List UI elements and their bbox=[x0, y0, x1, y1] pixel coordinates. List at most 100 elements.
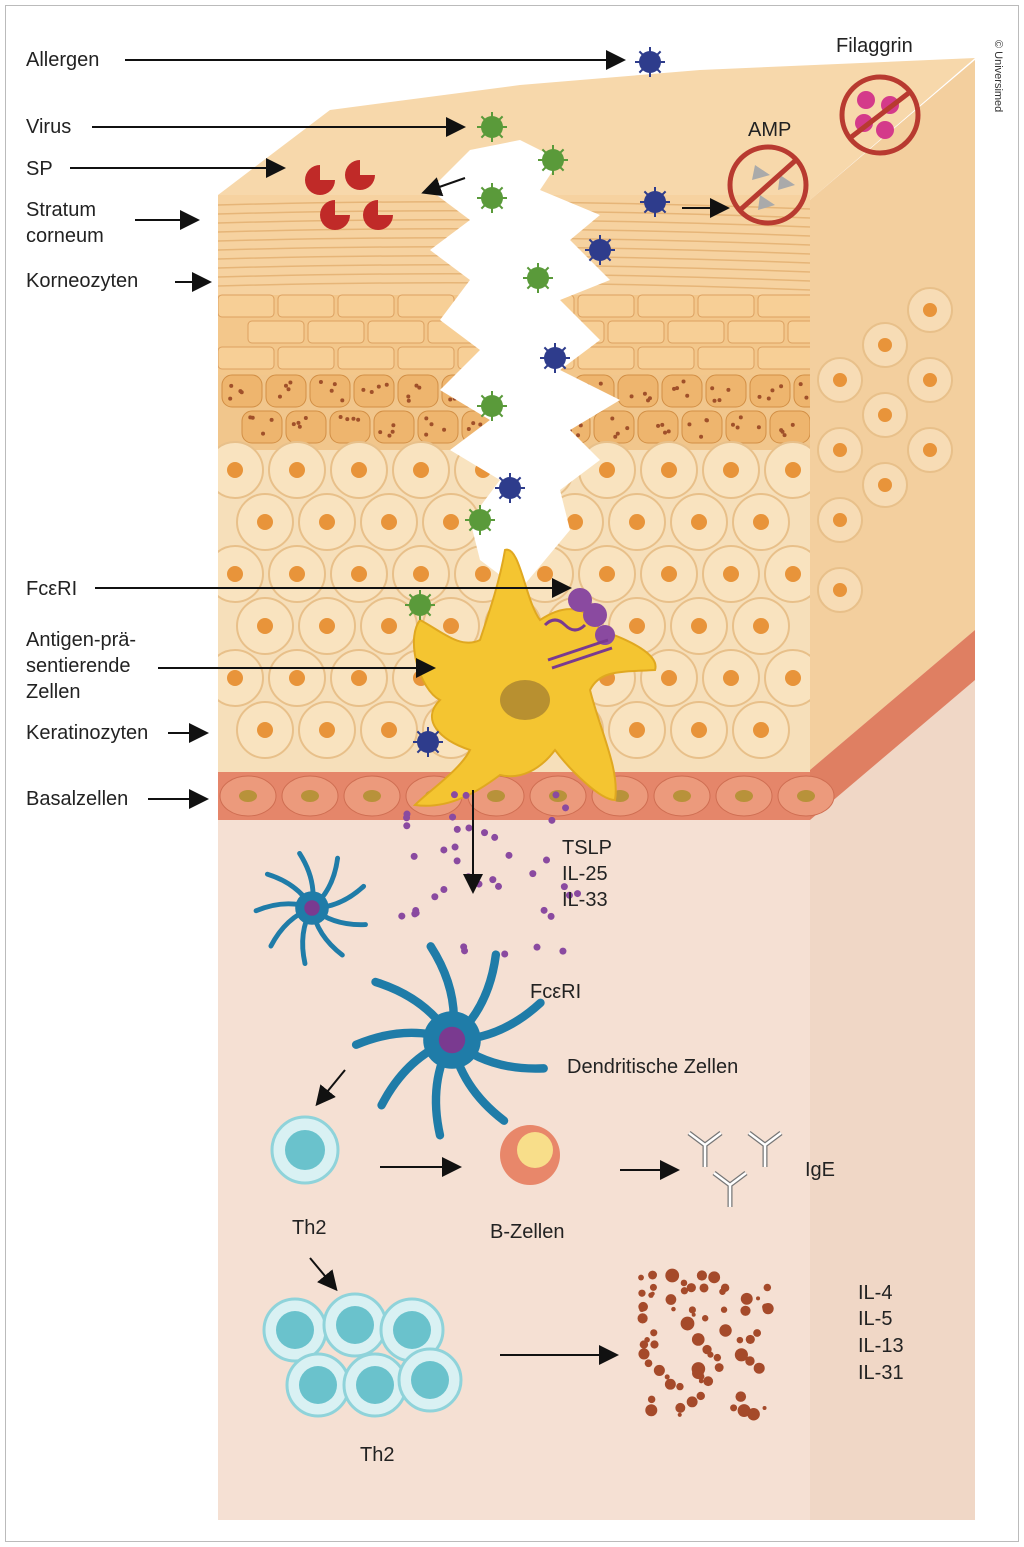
label-basalzellen: Basalzellen bbox=[26, 788, 129, 810]
cytokine-dot bbox=[449, 813, 457, 821]
granule bbox=[610, 416, 615, 421]
keratinocyte-nucleus bbox=[723, 670, 739, 686]
granule bbox=[351, 416, 356, 421]
label-virus: Virus bbox=[26, 116, 72, 138]
basal-nucleus bbox=[673, 790, 691, 802]
interleukin-dot bbox=[648, 1270, 658, 1280]
keratinocyte-nucleus bbox=[923, 443, 937, 457]
keratinocyte-nucleus bbox=[833, 443, 847, 457]
keratinocyte-nucleus bbox=[381, 722, 397, 738]
label-stratum-corneum-2: corneum bbox=[26, 225, 104, 247]
granular-cell bbox=[329, 410, 371, 444]
cytokine-dot bbox=[464, 873, 472, 881]
cytokine-dot bbox=[501, 950, 509, 958]
label-tslp: TSLP bbox=[562, 837, 613, 859]
interleukin-dot bbox=[664, 1378, 676, 1390]
b-cell bbox=[500, 1125, 560, 1185]
interleukin-dot bbox=[753, 1329, 762, 1337]
sp-protease-icons bbox=[305, 160, 393, 230]
granule bbox=[340, 398, 345, 403]
cytokine-dot bbox=[547, 912, 555, 920]
granule bbox=[576, 433, 581, 438]
arrow-sp-crack bbox=[421, 177, 466, 197]
granule bbox=[286, 387, 291, 392]
keratinocyte-nucleus bbox=[833, 583, 847, 597]
interleukin-dot bbox=[638, 1348, 650, 1360]
interleukin-dot bbox=[719, 1288, 726, 1295]
interleukin-dot bbox=[650, 1329, 658, 1337]
copyright-text: © Universimed bbox=[992, 40, 1004, 113]
granule bbox=[406, 394, 411, 399]
keratinocyte-nucleus bbox=[661, 566, 677, 582]
fceri-receptor-apc bbox=[543, 588, 615, 670]
korneozyt-cell bbox=[697, 294, 755, 318]
granule bbox=[578, 423, 583, 428]
granule bbox=[414, 383, 419, 388]
interleukin-dot bbox=[735, 1391, 747, 1402]
korneozyt-cell bbox=[307, 320, 365, 344]
th2-cell-cluster bbox=[262, 1292, 463, 1418]
korneozyt-cell bbox=[787, 320, 810, 344]
interleukin-dot bbox=[671, 1306, 676, 1312]
granule bbox=[238, 389, 243, 394]
granule bbox=[442, 427, 447, 432]
interleukin-dot bbox=[696, 1391, 705, 1401]
keratinocyte-nucleus bbox=[475, 566, 491, 582]
keratinocyte-nucleus bbox=[351, 566, 367, 582]
granule bbox=[277, 394, 282, 399]
korneozyt-cell bbox=[218, 294, 275, 318]
amp-crossed-icon bbox=[727, 144, 809, 226]
interleukin-dot bbox=[677, 1412, 682, 1417]
korneozyt-cell bbox=[727, 320, 785, 344]
cytokine-dot bbox=[489, 876, 497, 884]
interleukin-dot bbox=[696, 1270, 707, 1281]
keratinocyte-nucleus bbox=[413, 566, 429, 582]
granular-cell bbox=[353, 374, 395, 408]
ige-antibody-inner bbox=[748, 1132, 782, 1167]
granule bbox=[448, 397, 453, 402]
granule bbox=[699, 434, 704, 439]
label-b-zellen: B-Zellen bbox=[490, 1221, 565, 1243]
th2-nucleus bbox=[393, 1311, 431, 1349]
keratinocyte-nucleus bbox=[723, 566, 739, 582]
basal-nucleus bbox=[301, 790, 319, 802]
granule bbox=[228, 396, 233, 401]
keratinocyte-nucleus bbox=[537, 566, 553, 582]
interleukin-dot bbox=[730, 1404, 738, 1412]
th2-cell bbox=[270, 1115, 340, 1185]
th2-nucleus bbox=[336, 1306, 374, 1344]
pathogen-particles bbox=[405, 47, 670, 757]
keratinocyte-nucleus bbox=[629, 514, 645, 530]
granule bbox=[248, 415, 253, 420]
granule bbox=[613, 434, 618, 439]
th2-nucleus bbox=[299, 1366, 337, 1404]
virus-particle bbox=[469, 509, 491, 531]
interleukin-dot bbox=[680, 1287, 689, 1295]
granular-cell bbox=[397, 374, 439, 408]
interleukin-dot bbox=[719, 1324, 732, 1337]
basal-nucleus bbox=[797, 790, 815, 802]
interleukin-dot bbox=[763, 1283, 772, 1292]
granule bbox=[730, 422, 735, 427]
granule bbox=[303, 416, 308, 421]
ige-antibody-inner bbox=[713, 1172, 747, 1207]
interleukin-dot bbox=[645, 1404, 658, 1417]
cytokine-dot bbox=[462, 791, 470, 799]
granule bbox=[712, 398, 717, 403]
interleukin-dot bbox=[740, 1292, 753, 1305]
granule bbox=[369, 390, 374, 395]
interleukin-dot bbox=[753, 1362, 765, 1374]
label-il5: IL-5 bbox=[858, 1308, 893, 1330]
allergen-particle bbox=[499, 477, 521, 499]
granule bbox=[361, 387, 366, 392]
cytokine-dot bbox=[540, 906, 548, 914]
granular-cell bbox=[749, 374, 791, 408]
keratinocyte-nucleus bbox=[443, 618, 459, 634]
cytokine-dot bbox=[552, 791, 560, 799]
granular-cell bbox=[417, 410, 459, 444]
interleukin-dot bbox=[680, 1279, 688, 1287]
interleukin-dot bbox=[691, 1312, 696, 1317]
cytokine-dot bbox=[450, 791, 458, 799]
cytokine-dot bbox=[453, 825, 461, 833]
